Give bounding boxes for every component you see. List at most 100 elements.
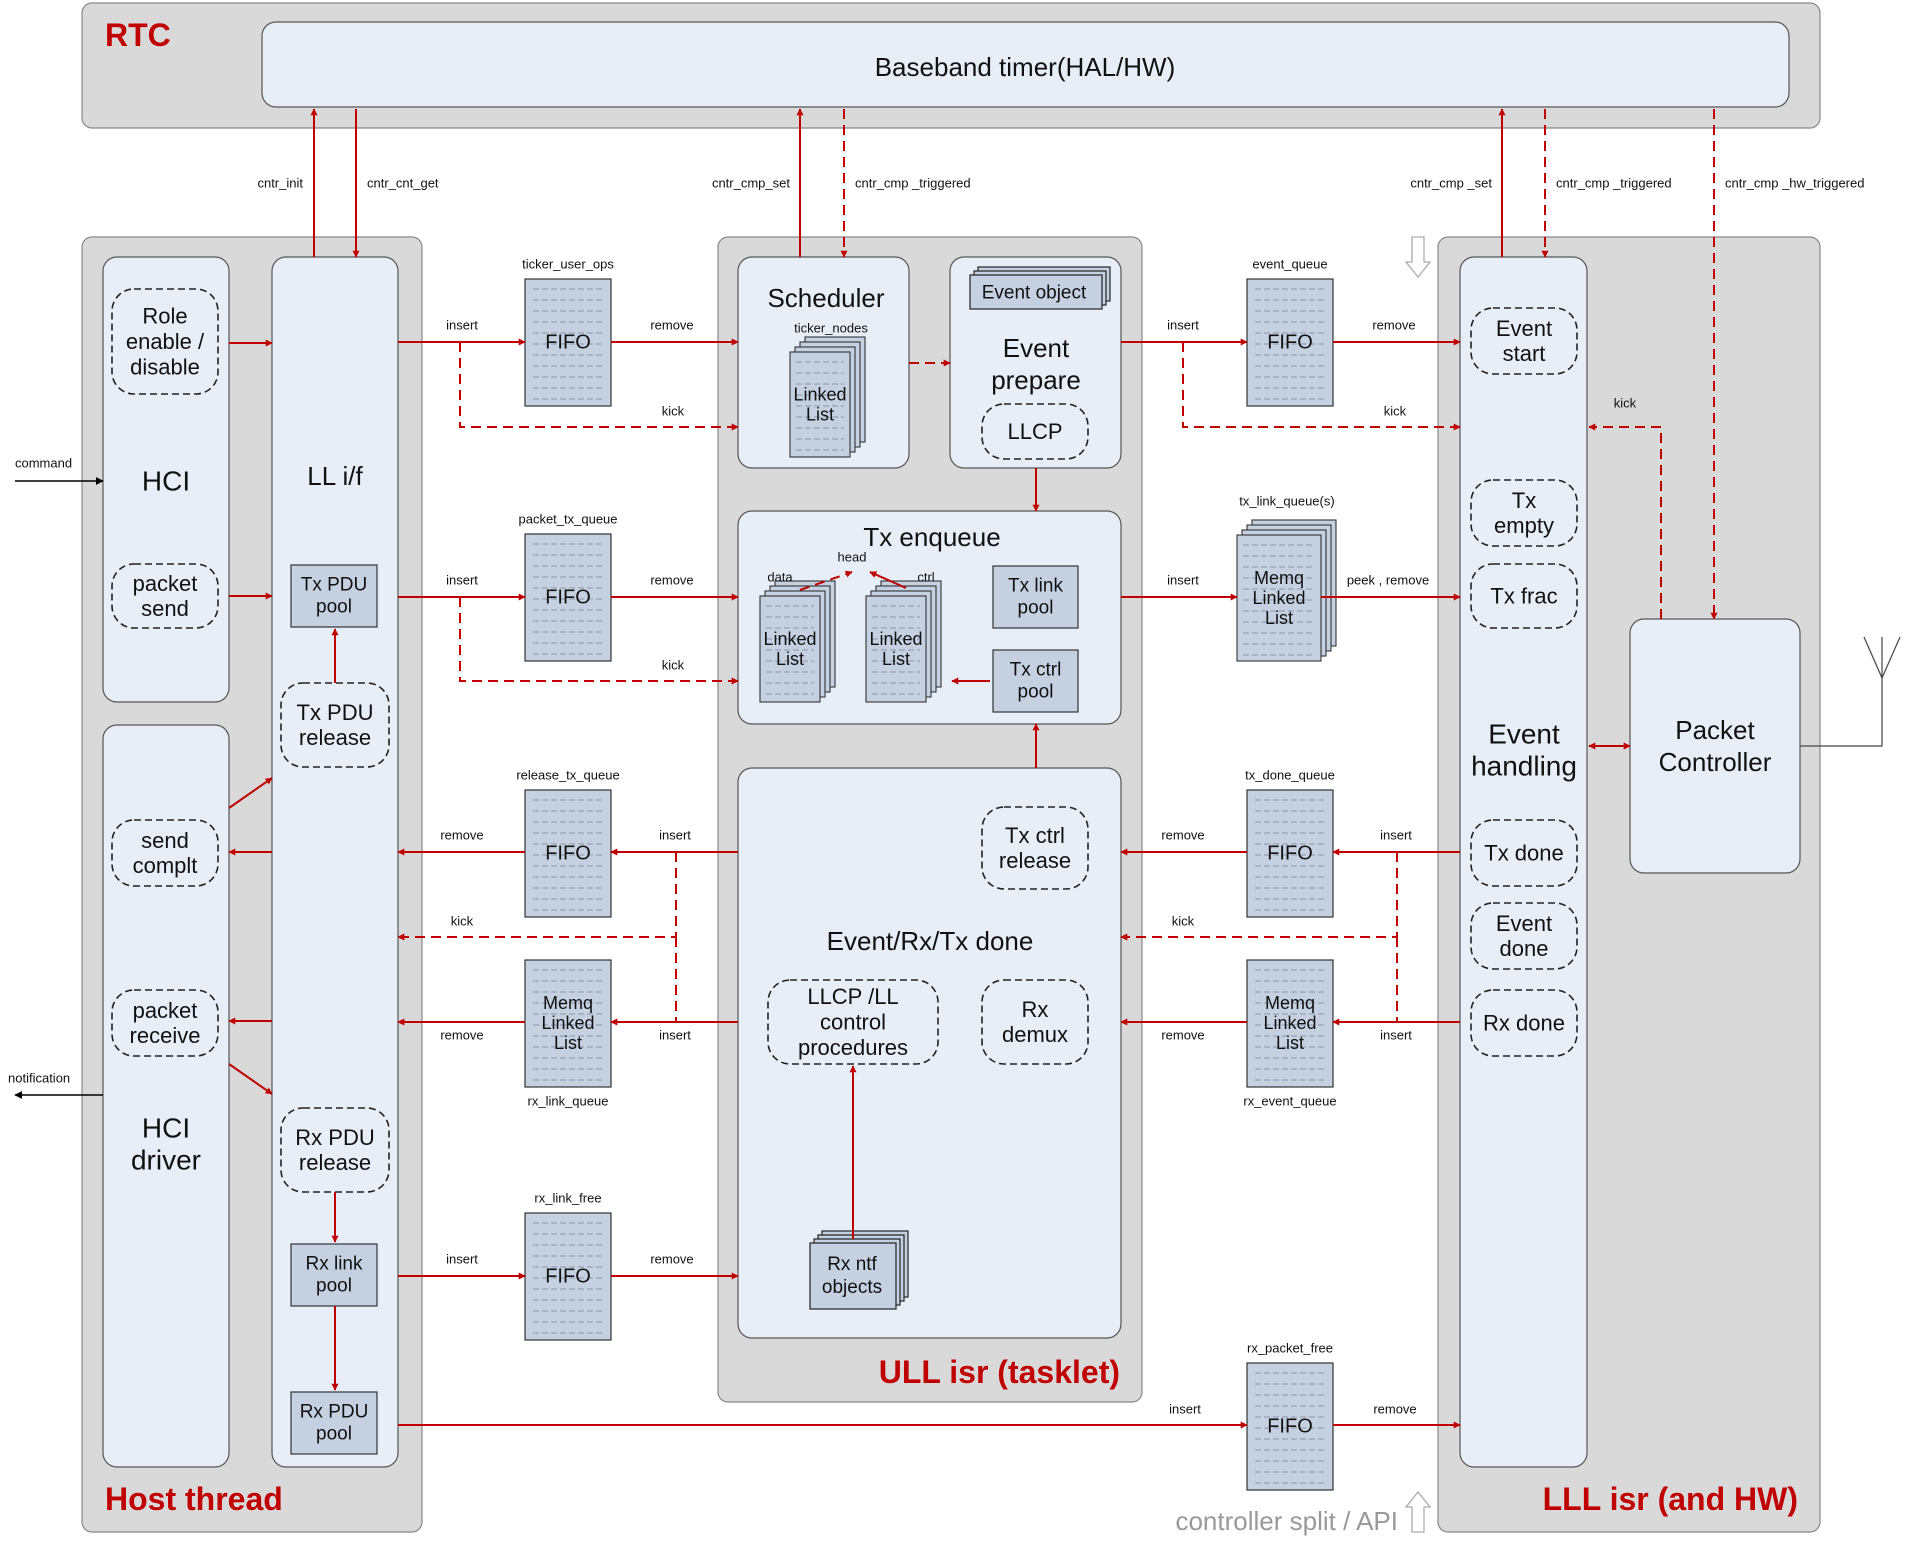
arrow-kick-ticker: [459, 342, 739, 431]
tx-enqueue-ctrl-list-layer: [865, 595, 927, 703]
tx-frac: [1470, 563, 1578, 629]
hci-driver-text-line: driver: [131, 1145, 201, 1176]
label-cntr-cmp-set: cntr_cmp_set: [712, 176, 790, 191]
label-insert-rx-packet-free: insert: [1169, 1402, 1201, 1417]
label-cntr-cmp-triggered-lll-line: cntr_cmp _triggered: [1556, 176, 1672, 191]
event-handling-text-line: Event: [1488, 719, 1560, 750]
label-insert-tx-done-line: insert: [1380, 828, 1412, 843]
label-notification: notification: [8, 1071, 70, 1086]
label-kick-packet-tx-line: kick: [662, 658, 685, 673]
label-kick-packet-tx: kick: [662, 658, 685, 673]
fifo-rx-link-free-fifo-text-line: FIFO: [545, 1266, 591, 1288]
label-remove-ticker: remove: [650, 318, 693, 333]
tx-pdu-pool-text-line: Tx PDU: [301, 575, 368, 596]
label-insert-rx-event-line: insert: [1380, 1028, 1412, 1043]
memq-rx-link-queue-text-line: Memq: [543, 993, 593, 1013]
rx-ntf-objects-text-line: objects: [822, 1277, 882, 1298]
packet-send-text-line: packet: [133, 571, 198, 596]
fifo-rx-link-free-label: rx_link_free: [534, 1191, 601, 1206]
fifo-tx-done-queue-fifo-text: FIFO: [1267, 843, 1313, 865]
llcp-ll-control-procedures-text-line: procedures: [798, 1035, 908, 1060]
ticker-nodes-list-text-line: List: [806, 405, 834, 425]
label-remove-packet-tx: remove: [650, 573, 693, 588]
label-cntr-cmp-triggered-lll: cntr_cmp _triggered: [1556, 176, 1672, 191]
tx-pdu-pool-text-line: pool: [316, 596, 352, 617]
memq-rx-event-queue-text-line: Memq: [1265, 993, 1315, 1013]
fifo-event-queue-fifo-text-line: FIFO: [1267, 332, 1313, 354]
packet-send-text-line: send: [141, 596, 189, 621]
ll-if-text: LL i/f: [307, 461, 363, 491]
label-remove-rx-link-free-line: remove: [650, 1252, 693, 1267]
label-remove-rx-event: remove: [1161, 1028, 1204, 1043]
label-remove-release-tx: remove: [440, 828, 483, 843]
label-insert-ticker: insert: [446, 318, 478, 333]
fifo-rx-packet-free-fifo-text: FIFO: [1267, 1416, 1313, 1438]
ll-if-text-line: LL i/f: [307, 461, 363, 491]
region-ull-title-line: ULL isr (tasklet): [879, 1354, 1120, 1390]
tx-pdu-pool: [290, 564, 378, 628]
region-host-title-line: Host thread: [105, 1481, 283, 1517]
fifo-tx-done-queue-fifo-text-line: FIFO: [1267, 843, 1313, 865]
label-insert-ticker-line: insert: [446, 318, 478, 333]
fifo-release-tx-queue-fifo-text: FIFO: [545, 843, 591, 865]
scheduler-text: Scheduler: [767, 283, 884, 313]
memq-rx-link-queue-label: rx_link_queue: [528, 1094, 609, 1109]
tx-enqueue-data-label-line: data: [767, 570, 793, 585]
region-lll-title-line: LLL isr (and HW): [1543, 1481, 1798, 1517]
label-kick-tx-done: kick: [1172, 914, 1195, 929]
event-prepare-text-line: Event: [1003, 333, 1070, 363]
label-peek-remove-line: peek , remove: [1347, 573, 1429, 588]
controller-split-label: controller split / API: [1175, 1506, 1398, 1536]
tx-empty-text-line: empty: [1494, 513, 1554, 538]
fifo-release-tx-queue-label-line: release_tx_queue: [516, 768, 619, 783]
hci-driver-block: [102, 724, 230, 1468]
rx-pdu-pool-text-line: Rx PDU: [300, 1402, 369, 1423]
packet-receive-text-line: packet: [133, 998, 198, 1023]
label-kick-tx-done-line: kick: [1172, 914, 1195, 929]
packet-receive: [111, 989, 219, 1057]
llcp-ll-control-procedures: [767, 979, 939, 1065]
tx-enqueue-head-label-line: head: [838, 550, 867, 565]
label-remove-ticker-line: remove: [650, 318, 693, 333]
label-insert-tx-done: insert: [1380, 828, 1412, 843]
label-cntr-cmp-set-line: cntr_cmp_set: [712, 176, 790, 191]
label-cntr-cmp-hw-triggered-line: cntr_cmp _hw_triggered: [1725, 176, 1864, 191]
rx-demux: [981, 979, 1089, 1065]
label-cntr-cnt-get-line: cntr_cnt_get: [367, 176, 439, 191]
label-remove-tx-done-line: remove: [1161, 828, 1204, 843]
label-insert-rx-link-free: insert: [446, 1252, 478, 1267]
label-insert-rx-event: insert: [1380, 1028, 1412, 1043]
rx-demux-text-line: demux: [1002, 1022, 1068, 1047]
tx-enqueue-ctrl-list-text-line: List: [882, 649, 910, 669]
tx-enqueue-ctrl-list-text-line: Linked: [869, 629, 922, 649]
tx-done-text: Tx done: [1484, 841, 1564, 866]
packet-send: [111, 563, 219, 629]
label-cntr-cmp-triggered-ull: cntr_cmp _triggered: [855, 176, 971, 191]
llcp-ll-control-procedures-text-line: control: [820, 1010, 886, 1035]
arrow-kick-packet-tx: [459, 597, 739, 685]
tx-ctrl-release: [981, 806, 1089, 890]
fifo-ticker-user-ops-label: ticker_user_ops: [522, 257, 614, 272]
memq-rx-event-queue-text-line: List: [1276, 1033, 1304, 1053]
tx-enqueue-text-line: Tx enqueue: [863, 522, 1000, 552]
tx-link-queue-list-text-line: Memq: [1254, 568, 1304, 588]
role-enable-disable-text-line: disable: [130, 354, 200, 379]
tx-link-pool-text-line: pool: [1018, 597, 1054, 618]
fifo-rx-link-free-label-line: rx_link_free: [534, 1191, 601, 1206]
event-done-text-line: Event: [1496, 911, 1552, 936]
event-object-text-line: Event object: [982, 283, 1087, 304]
rx-demux-text-line: Rx: [1022, 997, 1049, 1022]
role-enable-disable-text-line: enable /: [126, 329, 205, 354]
